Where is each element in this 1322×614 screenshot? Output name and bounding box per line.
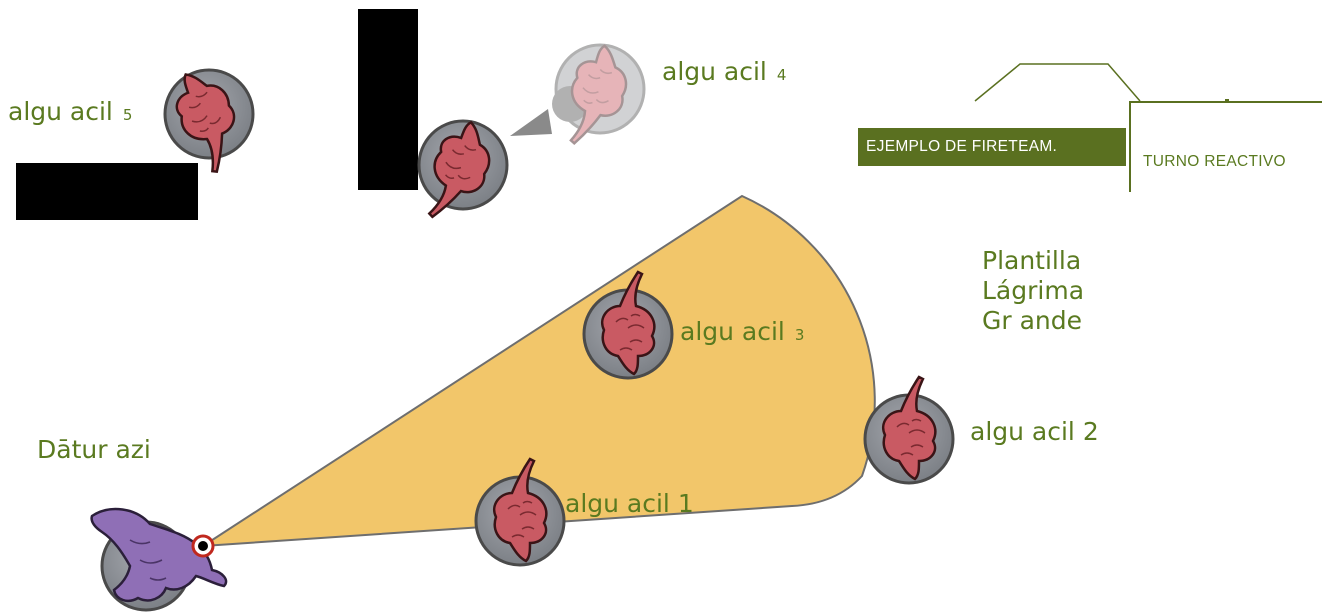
alguacil-3-name: algu acil: [680, 317, 785, 346]
alguacil-1-name: algu acil: [565, 489, 670, 518]
datur-azi-miniature[interactable]: [92, 509, 226, 610]
alguacil-2-number: 2: [1083, 417, 1099, 446]
header-decoration: [975, 64, 1140, 101]
datur-azi-label: Dātur azi: [37, 436, 151, 465]
template-label-line3: Gr ande: [982, 306, 1084, 336]
alguacil-1-label: algu acil 1: [565, 490, 694, 519]
alguacil-4-number: 4: [777, 66, 787, 84]
alguacil-3-number: 3: [795, 326, 805, 344]
alguacil-2-name: algu acil: [970, 417, 1075, 446]
alguacil-4-ghost: [552, 41, 644, 153]
movement-arrow: [510, 109, 552, 136]
alguacil-2-label: algu acil 2: [970, 418, 1099, 447]
alguacil-3-label: algu acil 3: [680, 318, 804, 347]
alguacil-5-name: algu acil: [8, 97, 113, 126]
obstacle-block-left: [16, 163, 198, 220]
template-label-line2: Lágrima: [982, 276, 1084, 306]
template-label: Plantilla Lágrima Gr ande: [982, 246, 1084, 336]
tab-fireteam-example: EJEMPLO DE FIRETEAM.: [858, 128, 1126, 166]
alguacil-4-name: algu acil: [662, 57, 767, 86]
alguacil-2-miniature[interactable]: [865, 377, 953, 483]
alguacil-4-miniature[interactable]: [417, 115, 507, 229]
alguacil-1-number: 1: [678, 489, 694, 518]
tab-fireteam-example-label: EJEMPLO DE FIRETEAM.: [866, 138, 1057, 156]
tab-reactive-turn: TURNO REACTIVO: [1129, 101, 1322, 192]
alguacil-5-number: 5: [123, 106, 133, 124]
alguacil-5-miniature[interactable]: [165, 64, 253, 178]
tab-reactive-turn-label: TURNO REACTIVO: [1143, 153, 1286, 170]
template-label-line1: Plantilla: [982, 246, 1084, 276]
alguacil-5-label: algu acil 5: [8, 98, 132, 127]
obstacle-wall-vertical: [358, 9, 418, 190]
alguacil-4-label: algu acil 4: [662, 58, 786, 87]
